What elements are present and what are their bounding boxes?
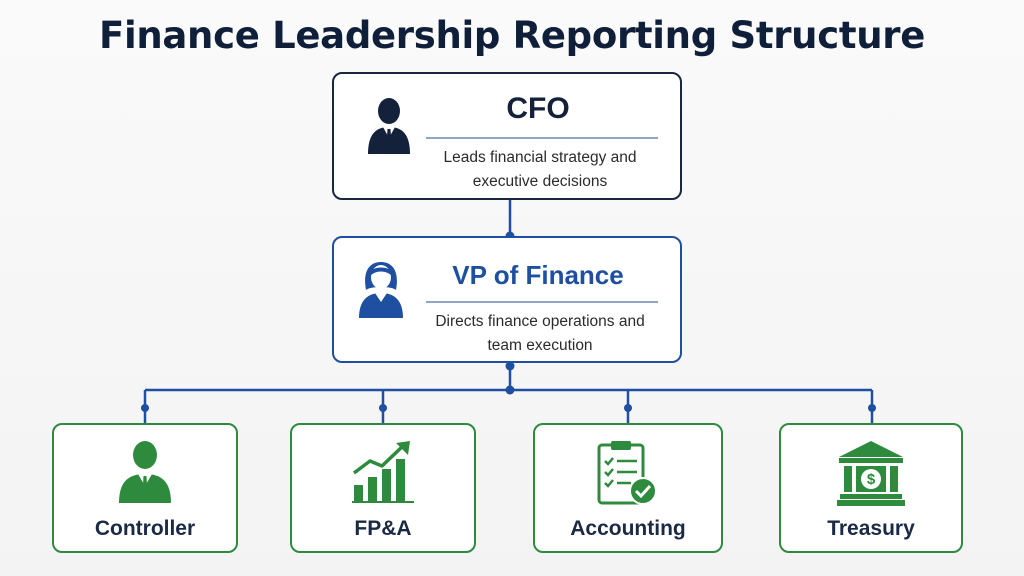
cfo-box[interactable]: CFO Leads financial strategy and executi…	[332, 72, 682, 200]
growth-chart-icon	[350, 439, 416, 510]
cfo-description: Leads financial strategy and executive d…	[443, 149, 637, 190]
dept-label-fpa: FP&A	[354, 517, 412, 540]
cfo-title: CFO	[506, 92, 570, 125]
dept-label-controller: Controller	[94, 517, 196, 540]
dept-controller[interactable]: Controller	[52, 423, 238, 553]
cfo-divider	[426, 137, 658, 139]
vp-divider	[426, 301, 658, 303]
dept-label-accounting: Accounting	[570, 517, 686, 540]
vp-description: Directs finance operations and team exec…	[435, 313, 645, 354]
checklist-icon	[595, 439, 661, 512]
dept-fpa[interactable]: FP&A	[290, 423, 476, 553]
dept-treasury[interactable]: $ Treasury	[779, 423, 963, 553]
svg-text:$: $	[867, 471, 876, 488]
page-title: Finance Leadership Reporting Structure	[98, 14, 926, 57]
bank-icon: $	[836, 439, 906, 512]
vp-box[interactable]: VP of Finance Directs finance operations…	[332, 236, 682, 363]
person-icon	[116, 439, 174, 510]
vp-title: VP of Finance	[452, 260, 624, 290]
dept-accounting[interactable]: Accounting	[533, 423, 723, 553]
dept-label-treasury: Treasury	[827, 517, 915, 540]
businesswoman-icon	[356, 260, 406, 325]
businessman-icon	[366, 96, 412, 161]
